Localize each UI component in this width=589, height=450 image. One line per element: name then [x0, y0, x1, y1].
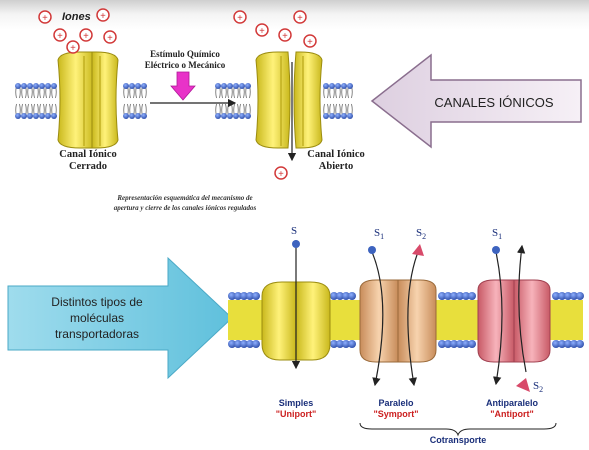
cotransport-label: Cotransporte: [430, 435, 487, 445]
stimulus-label-line1: Estímulo Químico: [150, 49, 220, 59]
svg-text:+: +: [278, 169, 284, 180]
substrate-s1-icon: [368, 246, 376, 254]
caption-line1: Representación esquemática del mecanismo…: [116, 194, 252, 202]
svg-text:+: +: [282, 31, 288, 42]
open-channel-label-line1: Canal Iónico: [307, 149, 364, 160]
uniport-carrier: [262, 240, 330, 368]
svg-text:+: +: [57, 31, 63, 42]
s2-label-symport: S2: [416, 227, 426, 241]
ion-icon: +: [275, 167, 287, 180]
svg-text:+: +: [42, 13, 48, 24]
svg-text:+: +: [259, 26, 265, 37]
s1-label-antiport: S1: [492, 227, 502, 241]
ion-icon: +: [54, 29, 66, 42]
ion-icon: +: [294, 11, 306, 24]
substrate-s2-icon: [412, 244, 424, 256]
s1-label-symport: S1: [374, 227, 384, 241]
symport-type: "Symport": [373, 409, 418, 419]
ion-icon: +: [256, 24, 268, 37]
symport-name: Paralelo: [378, 398, 414, 408]
transportadoras-label-line2: moléculas: [70, 311, 124, 325]
stimulus-down-arrow: [171, 72, 195, 100]
uniport-type: "Uniport": [276, 409, 317, 419]
closed-ion-channel: [58, 52, 118, 148]
svg-text:+: +: [237, 13, 243, 24]
ion-icon: +: [279, 29, 291, 42]
stimulus-label-line2: Eléctrico o Mecánico: [145, 60, 226, 70]
svg-text:+: +: [307, 37, 313, 48]
open-ion-channel: [256, 52, 322, 160]
s2-label-antiport: S2: [533, 380, 543, 394]
ion-icon: +: [104, 31, 116, 44]
ions-label: Iones: [62, 11, 91, 23]
antiport-type: "Antiport": [490, 409, 534, 419]
cotransport-brace: [360, 423, 556, 435]
ion-icon: +: [234, 11, 246, 24]
ion-icon: +: [304, 35, 316, 48]
svg-text:+: +: [297, 13, 303, 24]
svg-text:+: +: [70, 43, 76, 54]
ion-icon: +: [39, 11, 51, 24]
open-channel-label-line2: Abierto: [319, 161, 353, 172]
antiport-carrier: [478, 246, 550, 392]
ion-icon: +: [80, 29, 92, 42]
substrate-s1-antiport-icon: [492, 246, 500, 254]
substrate-s2-antiport-icon: [516, 378, 530, 392]
uniport-name: Simples: [279, 398, 314, 408]
closed-channel-label-line1: Canal Iónico: [59, 149, 116, 160]
svg-text:+: +: [100, 11, 106, 22]
svg-text:+: +: [83, 31, 89, 42]
canales-ionicos-label: CANALES IÓNICOS: [434, 95, 554, 110]
ion-icon: +: [97, 9, 109, 22]
closed-channel-label-line2: Cerrado: [69, 161, 107, 172]
s-label: S: [291, 225, 297, 237]
symport-carrier: [360, 244, 436, 385]
antiport-name: Antiparalelo: [486, 398, 539, 408]
ion-icon: +: [67, 41, 79, 54]
svg-text:+: +: [107, 33, 113, 44]
substrate-s-icon: [292, 240, 300, 248]
transportadoras-label-line1: Distintos tipos de: [51, 295, 143, 309]
caption-line2: apertura y cierre de los canales iónicos…: [114, 204, 257, 212]
transportadoras-label-line3: transportadoras: [55, 327, 139, 341]
